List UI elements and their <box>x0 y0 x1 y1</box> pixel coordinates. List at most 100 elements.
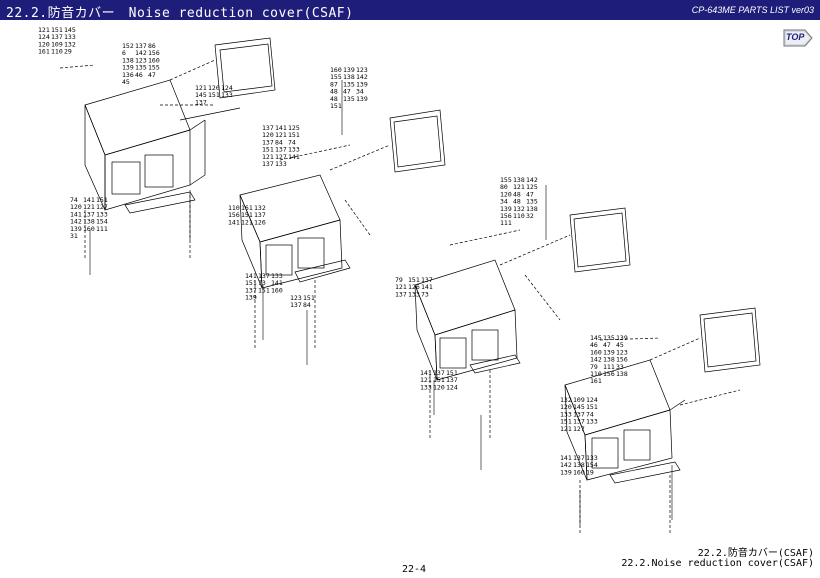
part-number-label: 151 <box>560 418 572 426</box>
top-button[interactable]: TOP <box>783 25 813 51</box>
part-number-label: 121 <box>513 183 525 191</box>
part-number-label: 139 <box>560 468 572 476</box>
part-number-label: 160 <box>83 225 95 233</box>
part-number-label: 160 <box>590 348 602 356</box>
part-number-label: 48 <box>513 198 521 206</box>
footer-section-jp: 22.2.防音カバー(CSAF) <box>697 548 814 559</box>
part-number-label: 142 <box>70 218 82 226</box>
page-title: 22.2.防音カバー Noise reduction cover(CSAF) <box>6 6 354 21</box>
part-number-label: 139 <box>343 66 355 74</box>
part-number-label: 120 <box>38 40 50 48</box>
part-number-label: 48 <box>330 88 338 96</box>
part-number-label: 151 <box>258 286 270 294</box>
part-number-label: 133 <box>288 146 300 154</box>
part-number-label: 141 <box>560 454 572 462</box>
part-number-label: 138 <box>122 56 134 64</box>
part-number-label: 123 <box>356 66 368 74</box>
assembly-2 <box>239 109 446 350</box>
part-number-label: 139 <box>245 294 257 302</box>
part-number-label: 33 <box>616 363 624 371</box>
part-number-label: 139 <box>70 225 82 233</box>
part-number-label: 124 <box>586 396 598 404</box>
part-number-label: 137 <box>290 301 302 309</box>
part-number-label: 142 <box>590 356 602 364</box>
assembly-3 <box>414 207 631 440</box>
part-number-label: 156 <box>616 356 628 364</box>
part-number-label: 145 <box>64 26 76 34</box>
part-number-label: 121 <box>83 203 95 211</box>
part-number-label: 137 <box>83 210 95 218</box>
part-number-label: 138 <box>343 73 355 81</box>
part-number-label: 137 <box>51 33 63 41</box>
part-number-label: 29 <box>64 48 72 56</box>
part-number-label: 137 <box>421 276 433 284</box>
part-number-label: 141 <box>271 279 283 287</box>
part-number-label: 137 <box>254 211 266 219</box>
part-number-label: 160 <box>148 56 160 64</box>
part-number-label: 154 <box>96 218 108 226</box>
part-number-label: 160 <box>330 66 342 74</box>
part-number-label: 137 <box>433 369 445 377</box>
part-number-label: 120 <box>208 84 220 92</box>
part-number-label: 155 <box>330 73 342 81</box>
part-number-label: 154 <box>586 461 598 469</box>
part-number-label: 124 <box>221 84 233 92</box>
part-number-label: 145 <box>195 91 207 99</box>
part-number-label: 156 <box>500 212 512 220</box>
part-number-label: 151 <box>241 211 253 219</box>
part-number-label: 138 <box>603 356 615 364</box>
part-number-label: 79 <box>395 276 403 284</box>
part-number-label: 138 <box>616 370 628 378</box>
part-number-label: 156 <box>148 49 160 57</box>
part-number-label: 47 <box>526 190 534 198</box>
part-number-label: 141 <box>83 196 95 204</box>
part-number-label: 73 <box>421 290 429 298</box>
part-number-label: 142 <box>356 73 368 81</box>
part-number-label: 135 <box>343 80 355 88</box>
part-number-label: 109 <box>573 396 585 404</box>
part-number-label: 141 <box>70 210 82 218</box>
part-number-label: 133 <box>96 210 108 218</box>
part-number-label: 121 <box>395 283 407 291</box>
arrow-top-icon <box>783 29 813 47</box>
part-number-label: 47 <box>343 88 351 96</box>
part-number-label: 141 <box>275 124 287 132</box>
part-number-label: 135 <box>135 64 147 72</box>
part-number-label: 19 <box>586 468 594 476</box>
part-number-label: 135 <box>526 198 538 206</box>
part-number-label: 151 <box>586 403 598 411</box>
part-number-label: 121 <box>420 376 432 384</box>
part-number-label: 151 <box>208 91 220 99</box>
part-number-label: 127 <box>275 153 287 161</box>
part-number-label: 120 <box>560 403 572 411</box>
part-number-label: 139 <box>603 348 615 356</box>
part-number-label: 125 <box>526 183 538 191</box>
document-id: CP-643ME PARTS LIST ver03 <box>691 5 814 15</box>
part-number-label: 133 <box>586 454 598 462</box>
part-number-label: 121 <box>195 84 207 92</box>
part-number-label: 139 <box>122 64 134 72</box>
part-number-label: 139 <box>356 95 368 103</box>
part-number-label: 123 <box>290 294 302 302</box>
part-number-label: 133 <box>560 410 572 418</box>
part-number-label: 137 <box>573 454 585 462</box>
part-number-label: 86 <box>148 42 156 50</box>
part-number-label: 45 <box>122 78 130 86</box>
part-number-label: 45 <box>616 341 624 349</box>
part-number-label: 121 <box>560 425 572 433</box>
part-number-label: 151 <box>262 146 274 154</box>
part-number-label: 138 <box>83 218 95 226</box>
footer-section-en: 22.2.Noise reduction cover(CSAF) <box>621 558 814 569</box>
part-number-label: 145 <box>573 403 585 411</box>
part-number-label: 152 <box>122 42 134 50</box>
part-number-label: 46 <box>135 71 143 79</box>
part-number-label: 151 <box>245 279 257 287</box>
part-number-label: 151 <box>433 376 445 384</box>
part-number-label: 141 <box>228 218 240 226</box>
part-number-label: 6 <box>122 49 126 57</box>
part-number-label: 121 <box>275 131 287 139</box>
part-number-label: 125 <box>288 124 300 132</box>
part-number-label: 127 <box>96 203 108 211</box>
part-number-label: 138 <box>526 205 538 213</box>
part-number-label: 137 <box>275 146 287 154</box>
